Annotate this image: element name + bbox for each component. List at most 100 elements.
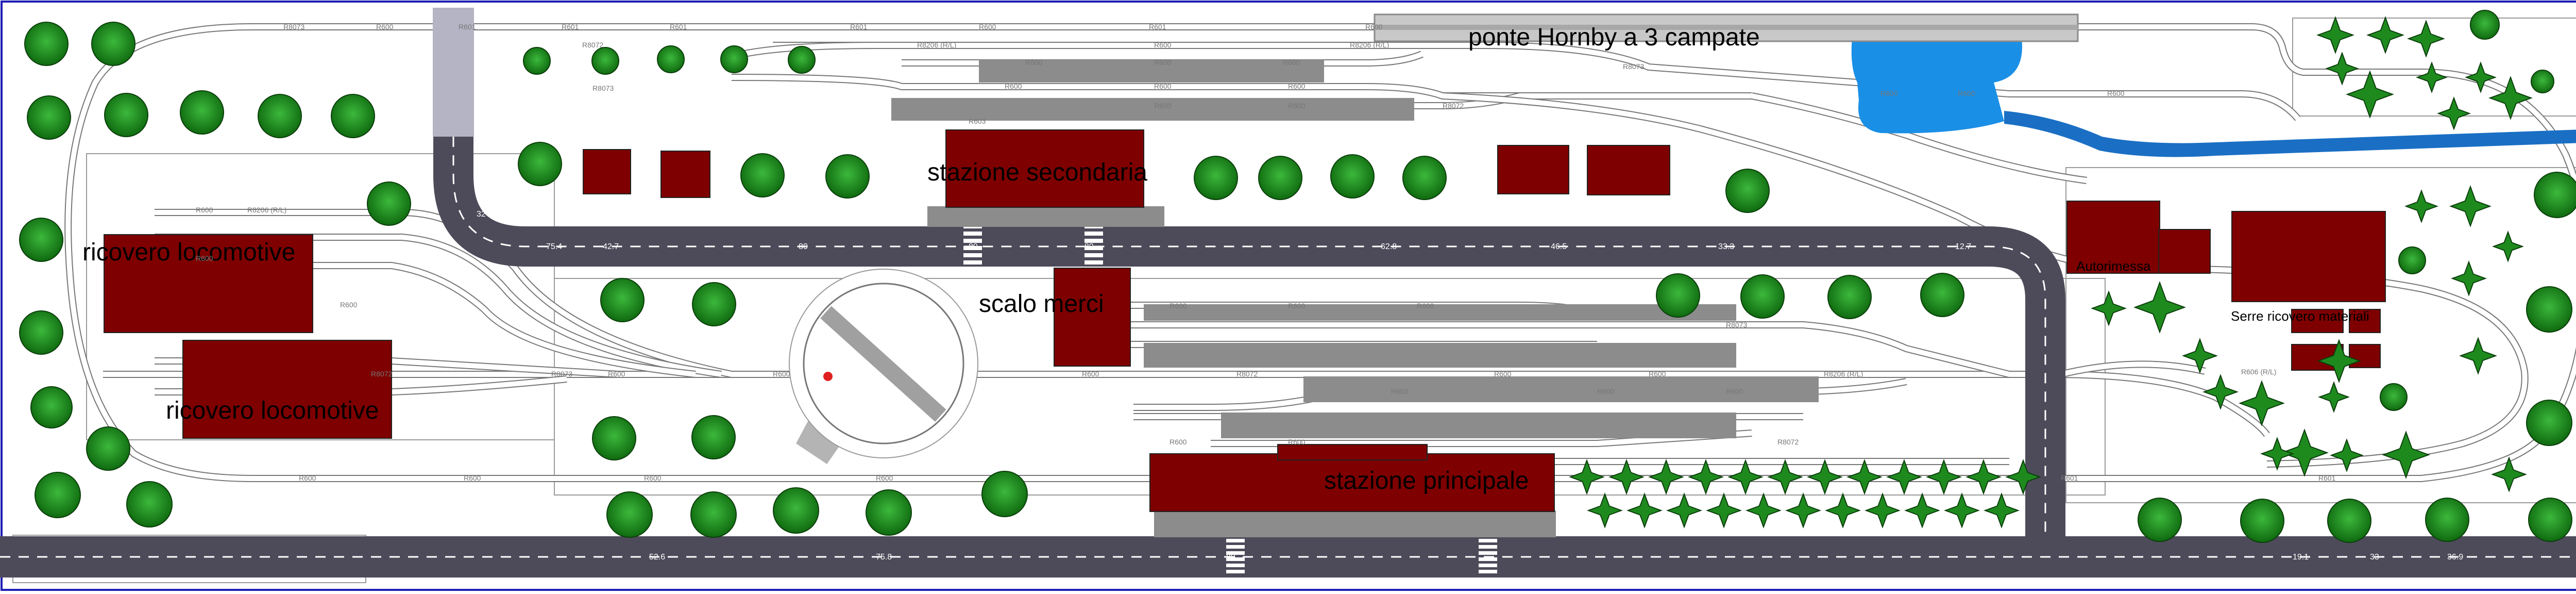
tree-star — [2260, 437, 2294, 471]
tree-round — [1402, 156, 1447, 200]
tree-round — [773, 487, 819, 534]
garage — [2066, 201, 2160, 274]
tree-star — [2346, 70, 2394, 119]
tree-star — [1785, 492, 1821, 529]
track-code: R600 — [1597, 387, 1615, 395]
tree-round — [981, 471, 1028, 517]
greenhouse-small — [2291, 309, 2344, 333]
platform-0 — [979, 60, 1324, 82]
track-code: R8073 — [592, 84, 614, 92]
tree-round — [591, 47, 619, 75]
tree-round — [788, 46, 816, 74]
tree-round — [86, 426, 130, 471]
main-station-roof — [1277, 444, 1428, 460]
road-number: 32 — [477, 210, 486, 219]
track-code: R8072 — [371, 370, 392, 378]
track-code: R600 — [1154, 102, 1172, 110]
tree-star — [1666, 492, 1702, 529]
tree-round — [2534, 172, 2576, 218]
tree-star — [2317, 339, 2361, 383]
track-gap-14 — [155, 263, 696, 377]
track-code: R8072 — [1777, 438, 1799, 446]
tree-round — [1194, 156, 1238, 200]
track-code: R601 — [1149, 23, 1166, 31]
tree-star — [2330, 438, 2364, 472]
tree-round — [1656, 273, 1700, 318]
track-code: R600 — [1154, 58, 1172, 67]
track-code: R8072 — [582, 41, 603, 49]
track-code: R600 — [1288, 82, 1306, 90]
tree-round — [2138, 498, 2182, 542]
crosswalk-1-stripe — [1084, 260, 1103, 265]
label-freight-yard: scalo merci — [979, 290, 1104, 318]
track-code: R600 — [773, 370, 790, 378]
tree-star — [1608, 459, 1645, 495]
tree-round — [1827, 275, 1872, 319]
track-code: R603 — [1391, 387, 1409, 395]
label-bridge: ponte Hornby a 3 campate — [1468, 24, 1760, 51]
crosswalk-0-stripe — [963, 253, 982, 257]
label-garage: Autorimessa — [2076, 258, 2151, 274]
track-code: R600 — [876, 474, 893, 482]
crosswalk-b1-stripe — [1479, 564, 1497, 567]
track-code: R600 — [1288, 438, 1306, 446]
track-code: R600 — [608, 370, 625, 378]
tree-round — [1330, 154, 1375, 199]
crosswalk-1-stripe — [1084, 253, 1103, 257]
track-code: R600 — [1958, 89, 1975, 97]
tree-round — [35, 472, 81, 518]
tree-round — [19, 218, 63, 262]
track-code: R8072 — [1443, 102, 1464, 110]
track-code: R8206 (R/L) — [247, 206, 286, 214]
lake — [1851, 14, 2576, 157]
crosswalk-b1-stripe — [1479, 545, 1497, 549]
platform-3 — [1144, 304, 1736, 321]
tree-star — [1587, 492, 1623, 529]
tree-round — [331, 94, 375, 138]
tree-round — [691, 415, 736, 459]
crosswalk-1-stripe — [1084, 232, 1103, 236]
label-loco-shed-2: ricovero locomotive — [166, 397, 379, 424]
tree-round — [2240, 499, 2284, 543]
tree-star — [1944, 492, 1980, 529]
overpass-column — [433, 8, 474, 137]
tree-star — [1886, 459, 1922, 495]
tree-star — [2449, 185, 2492, 227]
labels: ponte Hornby a 3 campate stazione second… — [82, 24, 2369, 494]
track-code: R600 — [2107, 89, 2125, 97]
tree-round — [27, 95, 71, 140]
track-code: R600 — [1288, 102, 1306, 110]
platform-5 — [1303, 376, 1819, 402]
track-code: R600 — [464, 474, 481, 482]
tree-round — [1258, 156, 1302, 200]
crosswalk-b0-stripe — [1226, 564, 1245, 567]
track-code: R601 — [562, 23, 579, 31]
tree-round — [104, 93, 148, 137]
track-code: R600 — [1365, 23, 1383, 31]
tree-round — [657, 45, 685, 73]
tree-star — [2491, 456, 2527, 492]
tree-star — [1745, 492, 1782, 529]
road-number: 80 — [1226, 553, 1235, 562]
platform-6 — [1221, 412, 1736, 438]
greenhouse-main — [2231, 211, 2386, 302]
label-loco-shed-1: ricovero locomotive — [82, 239, 295, 266]
track-code: R600 — [1154, 41, 1172, 49]
house — [660, 151, 710, 198]
track-code: R8206 (R/L) — [917, 41, 956, 49]
tree-star — [1904, 492, 1940, 529]
track-gap-8 — [1751, 93, 2087, 183]
track-gap-16 — [155, 376, 567, 394]
track-code: R600 — [1726, 387, 1743, 395]
roads — [0, 137, 2576, 578]
track-code: R8206 (R/L) — [1350, 41, 1389, 49]
track-code: R600 — [299, 474, 316, 482]
track-code: R601 — [670, 23, 687, 31]
tree-round — [2425, 498, 2469, 542]
road-number: 42.7 — [603, 242, 619, 251]
river — [2004, 111, 2576, 157]
